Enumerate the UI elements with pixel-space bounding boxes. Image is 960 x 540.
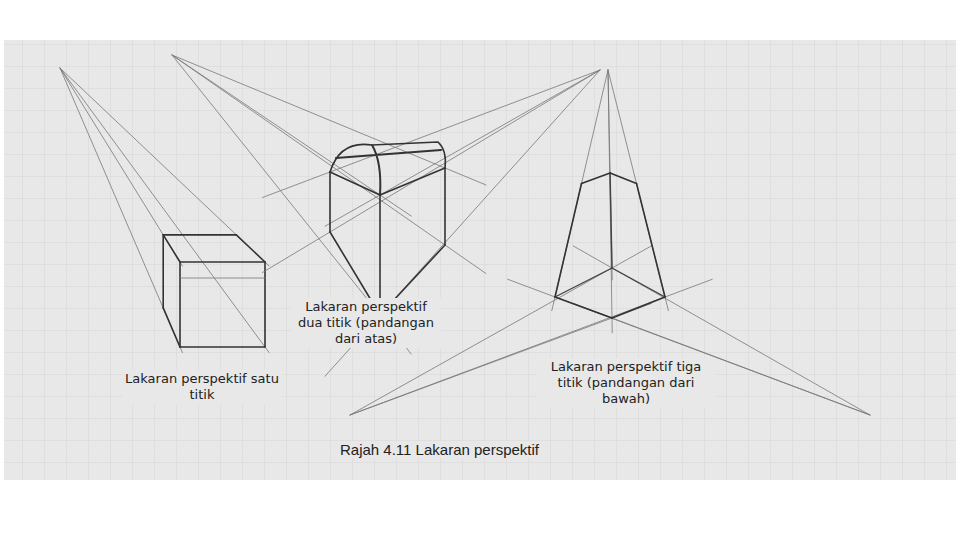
sketch-line	[555, 268, 612, 297]
sketch-line	[172, 55, 411, 216]
sketch-line	[180, 278, 265, 279]
sketch-line	[330, 172, 380, 195]
sketch-line	[180, 261, 265, 263]
sketch-line	[60, 68, 182, 353]
sketch-line	[325, 70, 600, 226]
sketch-line	[179, 262, 181, 347]
sketch-label: Lakaran perspektif dua titik (pandangan …	[291, 298, 441, 348]
sketch-line	[582, 173, 611, 184]
sketch-line	[180, 346, 265, 348]
sketch-line	[610, 173, 636, 184]
sketch-line	[380, 168, 445, 195]
sketch-line	[612, 297, 665, 318]
sketch-line	[60, 68, 269, 353]
sketch-line	[263, 70, 601, 273]
sketch-line	[264, 262, 266, 347]
chest-lid-edge	[336, 145, 441, 195]
sketch-line	[610, 173, 612, 268]
paper-ground	[4, 40, 956, 480]
sketch-line	[555, 297, 612, 318]
sketch-line	[444, 168, 446, 245]
sketch-line	[555, 184, 582, 298]
sketch-line	[172, 55, 486, 185]
sketch-line	[379, 195, 381, 315]
sketch-label: Lakaran perspektif satu titik	[122, 370, 282, 404]
sketch-line	[162, 235, 164, 308]
sketch-line	[263, 70, 601, 198]
sketch-line	[163, 308, 180, 347]
sketch-line	[608, 70, 668, 311]
sketch-line	[236, 235, 265, 262]
sketch-line	[172, 55, 486, 274]
sketch-line	[163, 235, 180, 262]
sketch-line	[329, 172, 331, 232]
sketch-line	[608, 70, 612, 333]
sketch-line	[637, 184, 666, 298]
sketch-line	[612, 268, 665, 297]
sketch-line	[163, 234, 236, 236]
sketch-label: Lakaran perspektif tiga titik (pandangan…	[536, 358, 716, 408]
sketch-line	[508, 279, 870, 415]
figure-caption: Rajah 4.11 Lakaran perspektif	[337, 441, 542, 458]
grid-paper	[4, 40, 956, 480]
sketch-line	[60, 68, 269, 266]
